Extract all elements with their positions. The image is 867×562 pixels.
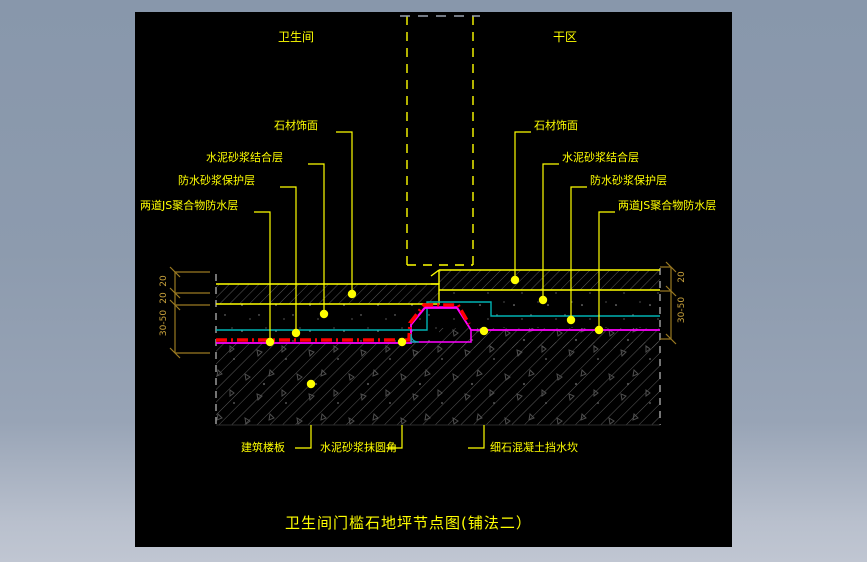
zone-label-wet-area: 卫生间 — [278, 30, 315, 44]
left-annotation-waterproof-mortar-protect: 防水砂浆保护层 — [178, 174, 255, 187]
left-leader-dots — [265, 289, 489, 389]
right-annotation-cement-mortar-bond: 水泥砂浆结合层 — [562, 151, 639, 164]
left-dimension-chain — [169, 266, 210, 359]
dim-right-stone-20: 20 — [677, 271, 687, 283]
right-annotation-waterproof-mortar-protect: 防水砂浆保护层 — [590, 174, 667, 187]
bottom-annotation-structural-slab: 建筑楼板 — [241, 441, 285, 454]
structural-slab-section — [215, 268, 661, 426]
left-leader-lines — [254, 131, 485, 449]
left-annotation-js-waterproof: 两道JS聚合物防水层 — [140, 199, 239, 212]
right-annotation-js-waterproof: 两道JS聚合物防水层 — [618, 199, 717, 212]
right-dimension-chain — [660, 261, 677, 345]
bottom-annotation-mortar-fillet: 水泥砂浆抹圆角 — [320, 441, 397, 454]
zone-label-dry-area: 干区 — [553, 30, 578, 44]
cement-mortar-bond-layer-line — [216, 301, 660, 331]
left-annotation-cement-mortar-bond: 水泥砂浆结合层 — [206, 151, 283, 164]
mortar-screed-band — [216, 290, 660, 344]
waterproof-mortar-protection-line — [216, 307, 660, 344]
door-frame-dashed-outline — [400, 15, 480, 266]
dim-right-screed-30-50: 30-50 — [677, 296, 687, 324]
mortar-rounded-fillet — [410, 333, 420, 343]
right-annotation-stone-finish: 石材饰面 — [534, 119, 578, 132]
cad-vector-graphics — [169, 15, 677, 449]
right-leader-lines — [514, 131, 615, 330]
dim-left-screed-30-50: 30-50 — [159, 309, 169, 337]
right-leader-dots — [510, 275, 604, 335]
bottom-annotation-water-stop-curb: 细石混凝土挡水坎 — [490, 441, 578, 454]
cad-drawing-canvas[interactable]: 卫生间 干区 石材饰面 水泥砂浆结合层 防水砂浆保护层 两道JS聚合物防水层 石… — [135, 12, 732, 547]
left-annotation-stone-finish: 石材饰面 — [274, 119, 318, 132]
drawing-title: 卫生间门槛石地坪节点图(铺法二） — [285, 514, 532, 532]
stone-finish-layer — [216, 269, 660, 305]
